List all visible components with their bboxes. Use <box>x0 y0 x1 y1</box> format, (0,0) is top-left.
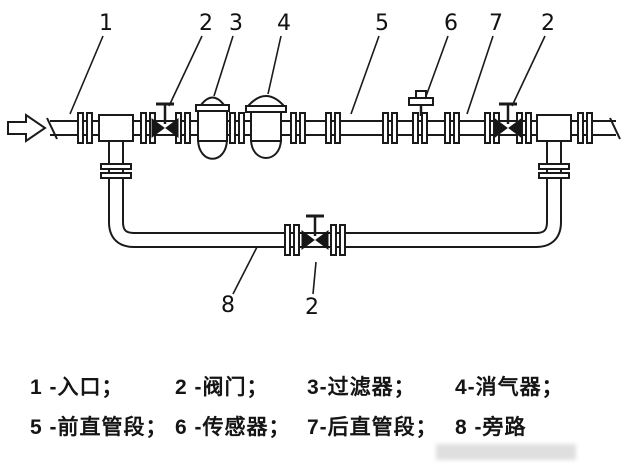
legend: 1 -入口； 2 -阀门； 3-过滤器； 4-消气器； 5 -前直管段； 6 -… <box>30 368 610 448</box>
legend-item-upstream-straight: 5 -前直管段； <box>30 416 168 439</box>
callout-7: 7 <box>489 11 503 36</box>
callout-8: 8 <box>221 293 235 318</box>
legend-item-filter: 3-过滤器； <box>307 376 416 399</box>
watermark <box>436 444 576 460</box>
legend-item-inlet: 1 -入口； <box>30 376 124 399</box>
leader-lines <box>69 35 546 295</box>
callout-2: 2 <box>199 11 213 36</box>
callout-5: 5 <box>375 11 389 36</box>
inlet-pipe-cut <box>46 117 58 140</box>
legend-item-sensor: 6 -传感器； <box>175 416 291 439</box>
legend-item-bypass: 8 -旁路 <box>455 416 527 439</box>
legend-row-1: 1 -入口； 2 -阀门； 3-过滤器； 4-消气器； <box>30 368 610 408</box>
callout-6: 6 <box>444 11 458 36</box>
legend-row-2: 5 -前直管段； 6 -传感器； 7-后直管段； 8 -旁路 <box>30 408 610 448</box>
piping-diagram: 1 2 3 4 5 6 7 2 8 2 <box>7 11 621 320</box>
flow-arrow-icon <box>7 113 47 143</box>
callout-3: 3 <box>229 11 243 36</box>
right-tee <box>536 114 572 142</box>
left-tee <box>98 114 134 142</box>
filter-symbol <box>195 96 230 160</box>
outlet-pipe-cut <box>609 117 621 140</box>
legend-item-valve: 2 -阀门； <box>175 376 269 399</box>
callout-1: 1 <box>99 11 113 36</box>
legend-item-downstream-straight: 7-后直管段； <box>307 416 438 439</box>
callout-2-outlet: 2 <box>541 11 555 36</box>
legend-item-air-eliminator: 4-消气器； <box>455 376 564 399</box>
air-eliminator-symbol <box>245 95 287 159</box>
callout-2-bypass: 2 <box>305 295 319 320</box>
callout-4: 4 <box>277 11 291 36</box>
